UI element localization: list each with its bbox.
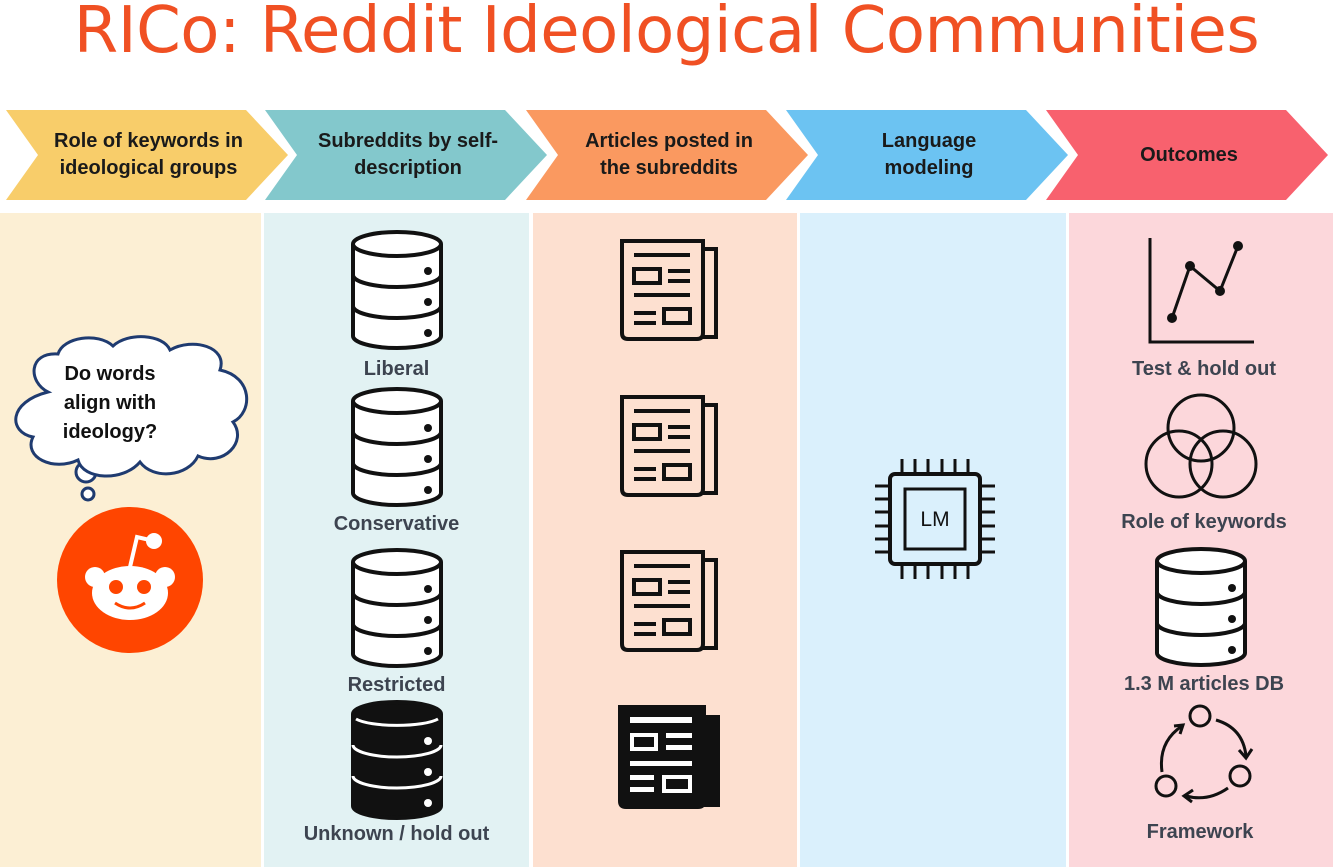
- stage-chevron-language: Language modeling: [786, 110, 1068, 200]
- column-language: [800, 213, 1066, 867]
- database-icon: [351, 230, 443, 350]
- venn-diagram-icon: [1144, 393, 1258, 499]
- stage-chevron-outcomes: Outcomes: [1046, 110, 1328, 200]
- stage-chevron-keywords: Role of keywords in ideological groups: [6, 110, 288, 200]
- newspaper-filled-icon: [618, 705, 720, 809]
- database-icon: [1155, 547, 1247, 667]
- page-title: RICo: Reddit Ideological Communities: [73, 0, 1260, 68]
- stage-chevron-subreddits: Subreddits by self-description: [265, 110, 547, 200]
- outcome-label-test: Test & hold out: [1131, 358, 1277, 380]
- outcome-label-keywords: Role of keywords: [1121, 511, 1287, 533]
- thought-bubble-icon: [14, 335, 249, 502]
- stage-label: Language modeling: [881, 130, 977, 179]
- chevron-shape: [1046, 110, 1328, 200]
- newspaper-icon: [620, 239, 718, 341]
- thought-bubble-text: Do words align with ideology?: [62, 363, 158, 443]
- stage-label: Role of keywords in ideological groups: [54, 130, 243, 179]
- subreddit-label-unknown: Unknown / hold out: [303, 823, 490, 845]
- subreddit-label-liberal: Liberal: [363, 358, 430, 380]
- reddit-logo-icon: [57, 507, 203, 653]
- chevron-shape: [786, 110, 1068, 200]
- database-icon: [351, 548, 443, 668]
- line-chart-icon: [1148, 238, 1254, 344]
- outcome-label-framework: Framework: [1146, 821, 1254, 843]
- stage-chevron-articles: Articles posted in the subreddits: [526, 110, 808, 200]
- chevron-shape: [526, 110, 808, 200]
- newspaper-icon: [620, 395, 718, 497]
- database-icon: [351, 387, 443, 507]
- database-filled-icon: [351, 700, 443, 820]
- subreddit-label-restricted: Restricted: [347, 674, 446, 696]
- newspaper-icon: [620, 550, 718, 652]
- chevron-shape: [6, 110, 288, 200]
- outcome-label-db: 1.3 M articles DB: [1123, 673, 1285, 695]
- chip-icon: [875, 459, 995, 579]
- column-outcomes: [1069, 213, 1333, 867]
- cycle-icon: [1154, 704, 1254, 804]
- stage-label: Subreddits by self-description: [317, 130, 499, 179]
- chip-label: LM: [920, 508, 950, 531]
- stage-label: Outcomes: [1140, 143, 1238, 166]
- chevron-shape: [265, 110, 547, 200]
- stage-label: Articles posted in the subreddits: [585, 130, 753, 179]
- subreddit-label-conservative: Conservative: [333, 513, 460, 535]
